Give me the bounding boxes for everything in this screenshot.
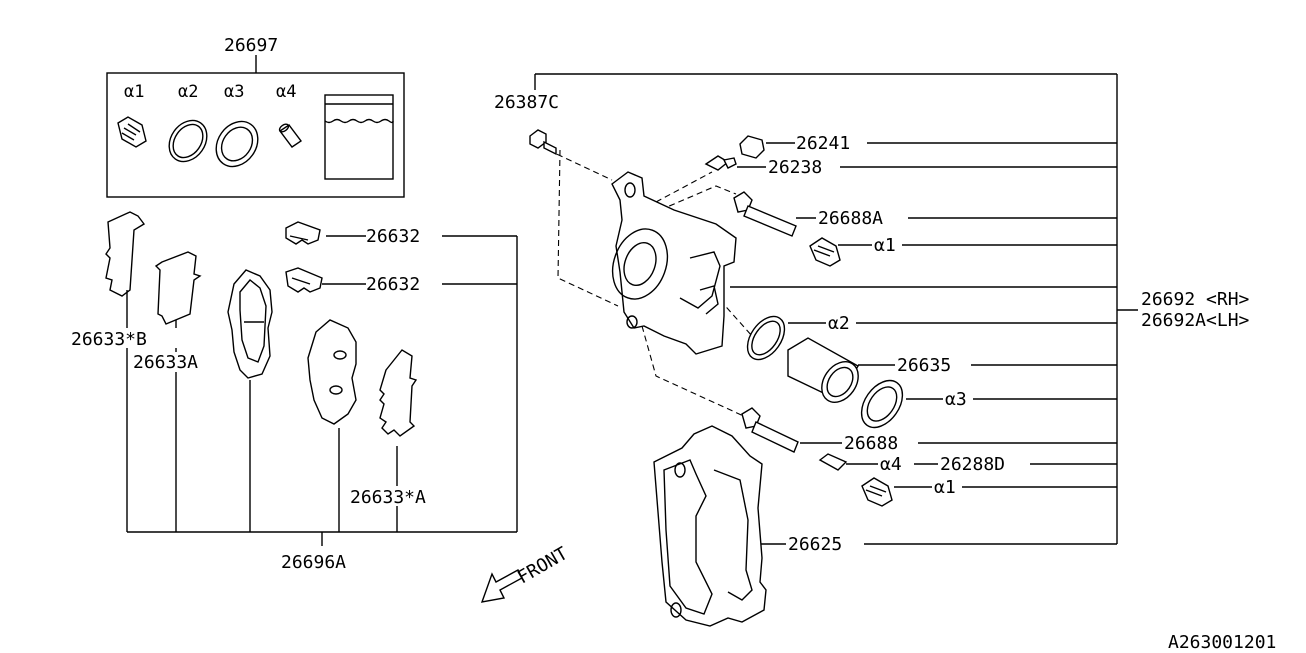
bleeder-part-number: 26238 xyxy=(768,157,822,178)
clip-lower-part-number: 26632 xyxy=(366,274,420,295)
seal-alpha2-label: α2 xyxy=(828,313,850,334)
clip-upper-icon xyxy=(285,221,321,245)
diagram-reference-code: A263001201 xyxy=(1168,632,1276,653)
shim-star-a-icon xyxy=(379,349,418,437)
kit-box xyxy=(106,72,405,198)
guide-pin-icon xyxy=(741,407,799,453)
inner-pad-icon xyxy=(227,269,273,379)
bolt-part-number: 26387C xyxy=(494,92,559,113)
clip-lower-icon xyxy=(285,267,323,293)
repair-kit-group: 26697 α1 α2 α3 α4 xyxy=(106,35,405,198)
kit-alpha4-label: α4 xyxy=(276,82,296,102)
kit-alpha3-label: α3 xyxy=(224,82,244,102)
pin-boot-upper-icon xyxy=(809,237,841,267)
pin-sleeve-icon xyxy=(818,453,848,471)
kit-alpha1-label: α1 xyxy=(124,82,144,102)
shim-star-a-part-number: 26633*A xyxy=(350,487,426,508)
piston-seal-icon xyxy=(746,315,786,361)
kit-sleeve-icon xyxy=(278,123,303,148)
piston-boot-icon xyxy=(860,379,904,429)
kit-part-number: 26697 xyxy=(224,35,278,56)
grease-pack-icon xyxy=(324,94,394,180)
caliper-support-icon xyxy=(653,425,767,627)
boot2-alpha1-label: α1 xyxy=(934,477,956,498)
pin-boot-lower-icon xyxy=(861,477,893,507)
outer-pad-icon xyxy=(307,319,357,425)
bleeder-screw-icon xyxy=(704,155,737,171)
dust-boot-alpha3-label: α3 xyxy=(945,389,967,410)
shim-a-icon xyxy=(154,251,202,325)
sleeve-part-number: 26288D xyxy=(940,454,1005,475)
bleeder-cap-icon xyxy=(739,135,765,159)
shim-a-part-number: 26633A xyxy=(133,352,198,373)
caliper-bolt-icon xyxy=(529,129,557,156)
caliper-lh-part-number: 26692A<LH> xyxy=(1141,310,1250,331)
front-arrow-icon: FRONT xyxy=(480,543,572,603)
front-direction-label: FRONT xyxy=(514,543,572,588)
support-part-number: 26625 xyxy=(788,534,842,555)
shim-b-part-number: 26633*B xyxy=(71,329,147,350)
guide-pin-a-icon xyxy=(733,191,797,237)
pad-shim-group xyxy=(105,211,418,437)
caliper-body-icon xyxy=(611,171,737,355)
boot-alpha1-label: α1 xyxy=(874,235,896,256)
guide-pin-a-part-number: 26688A xyxy=(818,208,883,229)
kit-dust-boot-icon xyxy=(215,120,259,168)
sleeve-alpha4-label: α4 xyxy=(880,454,902,475)
piston-icon xyxy=(787,337,859,403)
caliper-rh-part-number: 26692 <RH> xyxy=(1141,289,1250,310)
shim-b-icon xyxy=(105,211,146,297)
guide-pin-part-number: 26688 xyxy=(844,433,898,454)
cap-part-number: 26241 xyxy=(796,133,850,154)
clip-upper-part-number: 26632 xyxy=(366,226,420,247)
kit-seal-icon xyxy=(168,119,208,163)
pad-set-part-number: 26696A xyxy=(281,552,346,573)
piston-part-number: 26635 xyxy=(897,355,951,376)
assembly-dashed-lines xyxy=(547,149,753,419)
kit-boot-icon xyxy=(117,116,147,148)
kit-alpha2-label: α2 xyxy=(178,82,198,102)
